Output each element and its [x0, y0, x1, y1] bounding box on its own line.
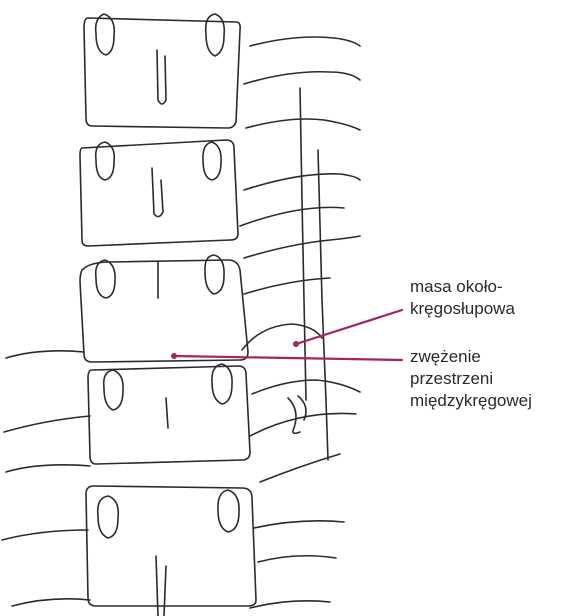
vertebra-1 [84, 14, 240, 128]
label-disc-space-narrowing-line-2: przestrzeni [410, 368, 532, 390]
label-paravertebral-mass: masa około- kręgosłupowa [410, 276, 515, 320]
label-paravertebral-mass-line-2: kręgosłupowa [410, 298, 515, 320]
vertebra-5 [86, 486, 256, 616]
label-disc-space-narrowing-line-1: zwężenie [410, 346, 532, 368]
leader-disc-space-narrowing [171, 353, 402, 360]
right-rib-lines [240, 37, 360, 608]
label-disc-space-narrowing: zwężenie przestrzeni międzykręgowej [410, 346, 532, 412]
vertebra-4 [88, 364, 250, 464]
label-disc-space-narrowing-line-3: międzykręgowej [410, 390, 532, 412]
vertebra-3 [80, 255, 248, 362]
left-rib-lines [2, 351, 90, 606]
label-paravertebral-mass-line-1: masa około- [410, 276, 515, 298]
vertebra-2 [80, 140, 238, 246]
